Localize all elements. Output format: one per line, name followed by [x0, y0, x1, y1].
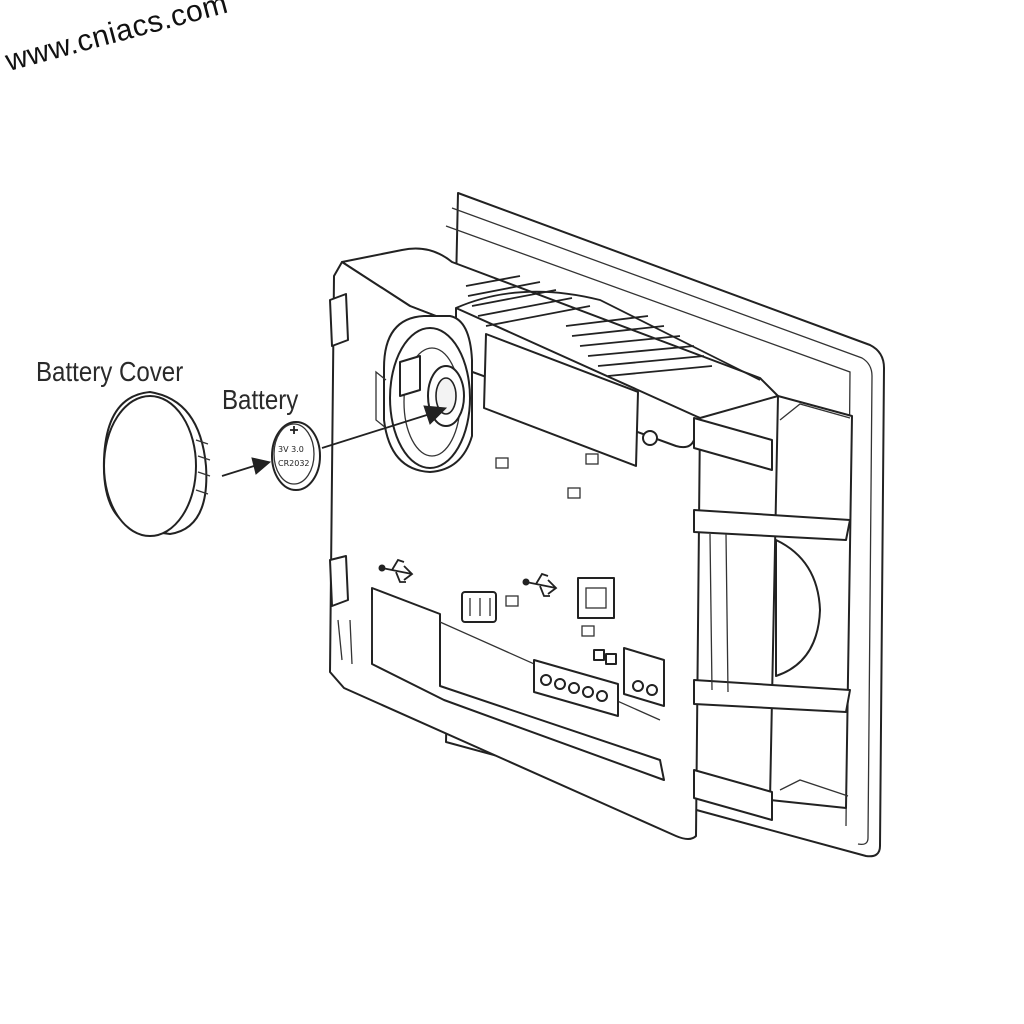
- arrow-right-icon: [321, 405, 448, 449]
- svg-text:3V 3.0: 3V 3.0: [278, 445, 304, 454]
- battery: 3V 3.0 CR2032: [271, 421, 321, 491]
- battery-label: Battery: [222, 384, 299, 415]
- label-window: [483, 333, 658, 467]
- battery-compartment: [375, 315, 473, 473]
- svg-text:CR2032: CR2032: [278, 459, 310, 468]
- mounting-clips: [693, 403, 851, 821]
- usb-icon: [522, 572, 558, 597]
- arrow-right-icon: [221, 457, 272, 477]
- usb-icon: [378, 558, 414, 583]
- vent-slots: [465, 275, 713, 377]
- battery-cover-label: Battery Cover: [36, 356, 184, 387]
- connector-panel: [371, 453, 665, 781]
- battery-cover: [102, 391, 211, 537]
